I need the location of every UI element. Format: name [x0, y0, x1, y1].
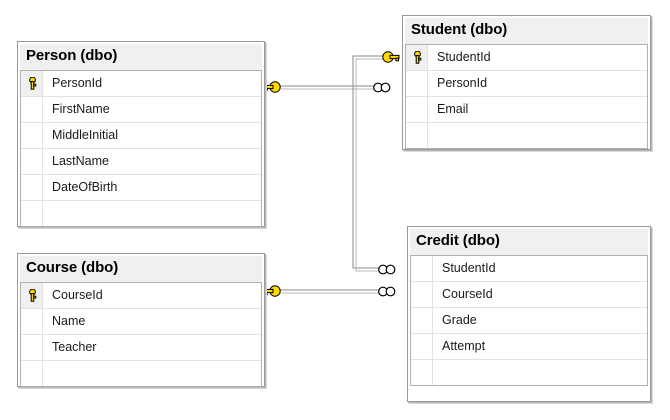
field-name: LastName — [52, 154, 109, 168]
field-name: PersonId — [52, 76, 103, 90]
infinity-icon — [378, 264, 396, 275]
infinity-icon — [378, 286, 396, 297]
field-name: DateOfBirth — [52, 180, 118, 194]
key-icon — [263, 285, 281, 297]
field-gutter — [21, 175, 43, 200]
table-course[interactable]: Course (dbo) CourseId Name Teacher — [17, 253, 265, 387]
relationship-person-student[interactable] — [277, 85, 389, 90]
field-gutter — [21, 123, 43, 148]
field-name: CourseId — [52, 288, 103, 302]
field-row[interactable]: PersonId — [406, 71, 647, 97]
field-row[interactable]: Attempt — [411, 334, 647, 360]
field-name: MiddleInitial — [52, 128, 119, 142]
field-row[interactable]: DateOfBirth — [21, 175, 261, 201]
field-row[interactable]: Grade — [411, 308, 647, 334]
field-row[interactable]: FirstName — [21, 97, 261, 123]
relationship-course-credit[interactable] — [277, 289, 389, 294]
field-gutter — [411, 360, 433, 385]
field-name: PersonId — [437, 76, 488, 90]
field-name-empty — [43, 361, 261, 386]
field-row[interactable]: LastName — [21, 149, 261, 175]
field-gutter — [406, 71, 428, 96]
table-student[interactable]: Student (dbo) StudentId PersonId Ema — [402, 15, 651, 150]
field-name-empty — [43, 201, 261, 226]
field-row[interactable]: CourseId — [21, 283, 261, 309]
field-gutter — [21, 283, 43, 308]
field-name-empty — [433, 360, 647, 385]
field-gutter — [406, 97, 428, 122]
infinity-icon — [373, 82, 391, 93]
key-icon — [414, 51, 422, 64]
field-name: Email — [437, 102, 469, 116]
table-person-fields: PersonId FirstName MiddleInitial LastNam… — [20, 70, 262, 227]
key-icon — [29, 289, 37, 302]
key-icon — [382, 51, 400, 63]
field-gutter — [21, 71, 43, 96]
field-row-empty[interactable] — [411, 360, 647, 385]
field-gutter — [411, 334, 433, 359]
field-row[interactable]: CourseId — [411, 282, 647, 308]
field-name-empty — [428, 123, 647, 148]
field-name: CourseId — [442, 287, 493, 301]
field-gutter — [411, 308, 433, 333]
table-credit-title: Credit (dbo) — [410, 229, 648, 255]
field-gutter — [21, 149, 43, 174]
field-gutter — [411, 282, 433, 307]
field-row-empty[interactable] — [21, 201, 261, 226]
field-row[interactable]: MiddleInitial — [21, 123, 261, 149]
field-gutter — [21, 309, 43, 334]
field-row[interactable]: PersonId — [21, 71, 261, 97]
field-gutter — [21, 201, 43, 226]
field-name: FirstName — [52, 102, 110, 116]
field-row[interactable]: Name — [21, 309, 261, 335]
field-row[interactable]: Email — [406, 97, 647, 123]
table-course-title: Course (dbo) — [20, 256, 262, 282]
field-row-empty[interactable] — [406, 123, 647, 148]
field-name: StudentId — [437, 50, 491, 64]
table-credit-fields: StudentId CourseId Grade Attempt — [410, 255, 648, 386]
table-course-fields: CourseId Name Teacher — [20, 282, 262, 387]
relationship-line-student-credit-a — [352, 55, 389, 269]
field-gutter — [411, 256, 433, 281]
key-icon — [263, 81, 281, 93]
table-student-title: Student (dbo) — [405, 18, 648, 44]
field-row[interactable]: StudentId — [411, 256, 647, 282]
key-icon — [29, 77, 37, 90]
field-gutter — [406, 123, 428, 148]
table-person-title: Person (dbo) — [20, 44, 262, 70]
relationship-student-credit[interactable] — [352, 55, 389, 272]
field-gutter — [21, 361, 43, 386]
field-row-empty[interactable] — [21, 361, 261, 386]
field-name: StudentId — [442, 261, 496, 275]
table-person[interactable]: Person (dbo) PersonId FirstName Midd — [17, 41, 265, 227]
table-credit[interactable]: Credit (dbo) StudentId CourseId Grade At… — [407, 226, 651, 402]
field-row[interactable]: Teacher — [21, 335, 261, 361]
field-name: Attempt — [442, 339, 486, 353]
field-gutter — [21, 335, 43, 360]
field-gutter — [406, 45, 428, 70]
relationship-line-student-credit-b — [355, 58, 389, 272]
field-row[interactable]: StudentId — [406, 45, 647, 71]
field-name: Name — [52, 314, 86, 328]
field-name: Grade — [442, 313, 477, 327]
field-name: Teacher — [52, 340, 97, 354]
field-gutter — [21, 97, 43, 122]
table-student-fields: StudentId PersonId Email — [405, 44, 648, 149]
